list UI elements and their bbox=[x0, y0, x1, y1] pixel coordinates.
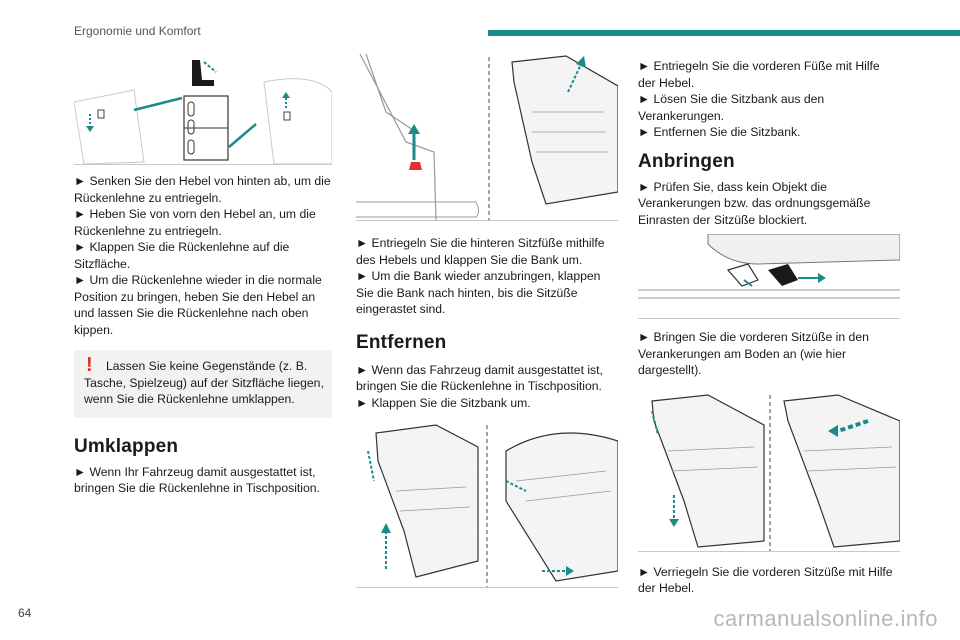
watermark: carmanualsonline.info bbox=[713, 606, 938, 631]
fold-bench-illustration bbox=[367, 424, 618, 587]
figure-rear-feet-unlock bbox=[356, 52, 618, 221]
figure-anchorage bbox=[638, 234, 900, 319]
warning-exclamation-icon: ! bbox=[86, 354, 93, 376]
step-text: ► Wenn Ihr Fahrzeug damit ausgestattet i… bbox=[74, 464, 320, 496]
step-text: ► Klappen Sie die Sitzbank um. bbox=[356, 395, 531, 410]
step-text: ► Bringen Sie die vorderen Sitzüße in de… bbox=[638, 330, 869, 377]
figure-backrest-lever bbox=[74, 52, 332, 165]
column-2: ► Entriegeln Sie die hinteren Sitzfüße m… bbox=[356, 52, 618, 588]
section-heading: Entfernen bbox=[356, 331, 447, 353]
section-title: Ergonomie und Komfort bbox=[74, 24, 201, 38]
figure-fold-bench bbox=[356, 421, 618, 588]
backrest-lever-illustration bbox=[74, 60, 332, 164]
section-heading: Anbringen bbox=[638, 150, 735, 172]
section-heading: Umklappen bbox=[74, 435, 179, 457]
step-text: ► Entfernen Sie die Sitzbank. bbox=[638, 125, 801, 139]
front-feet-anchor-illustration bbox=[651, 393, 900, 551]
step-text: ► Klappen Sie die Rückenlehne auf die Si… bbox=[74, 240, 290, 271]
figure-front-feet-anchor bbox=[638, 391, 900, 552]
step-text: ► Entriegeln Sie die vorderen Füße mit H… bbox=[638, 59, 880, 90]
warning-text: Lassen Sie keine Gegenstände (z. B. Tasc… bbox=[84, 359, 324, 406]
step-text: ► Lösen Sie die Sitzbank aus den Veranke… bbox=[638, 92, 825, 123]
step-text: ► Um die Rückenlehne wieder in die norma… bbox=[74, 273, 322, 337]
step-text: ► Entriegeln Sie die hinteren Sitzfüße m… bbox=[356, 236, 605, 267]
step-text: ► Heben Sie von vorn den Hebel an, um di… bbox=[74, 207, 316, 238]
header-accent-bar bbox=[488, 30, 960, 36]
step-text: ► Senken Sie den Hebel von hinten ab, um… bbox=[74, 174, 331, 205]
column-3: ► Entriegeln Sie die vorderen Füße mit H… bbox=[638, 52, 900, 597]
step-text: ► Verriegeln Sie die vorderen Sitzüße mi… bbox=[638, 564, 893, 596]
column-1: ► Senken Sie den Hebel von hinten ab, um… bbox=[74, 52, 332, 497]
anchorage-illustration bbox=[638, 234, 900, 299]
warning-box: ! Lassen Sie keine Gegenstände (z. B. Ta… bbox=[74, 350, 332, 418]
page-number: 64 bbox=[18, 606, 32, 620]
rear-feet-unlock-illustration bbox=[356, 53, 618, 220]
step-text: ► Um die Bank wieder anzubringen, klappe… bbox=[356, 269, 601, 316]
step-text: ► Prüfen Sie, dass kein Objekt die Veran… bbox=[638, 179, 871, 227]
step-text: ► Wenn das Fahrzeug damit ausgestattet i… bbox=[356, 362, 603, 394]
